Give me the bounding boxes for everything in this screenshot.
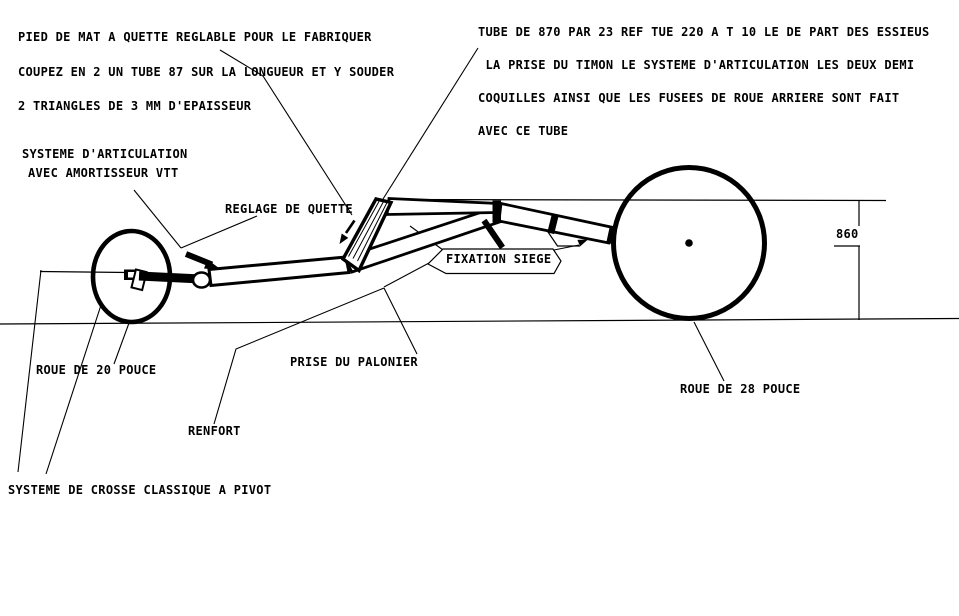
stay-end-cap: [606, 226, 616, 244]
label-crosse: SYSTEME DE CROSSE CLASSIQUE A PIVOT: [8, 483, 272, 497]
leader-tube-note: [382, 47, 479, 200]
frame-junction-collar: [492, 200, 501, 223]
fixation-arrowhead: [577, 239, 588, 247]
leader-rear-wheel: [693, 321, 725, 382]
leader-pivot-secondary: [180, 215, 258, 249]
mast-slot-2: [352, 201, 384, 259]
dimension-860: 860: [836, 227, 859, 241]
label-renfort: RENFORT: [188, 424, 241, 438]
leader-crosse-b: [45, 301, 103, 475]
leader-mast-note: [219, 49, 353, 216]
rear-wheel: [611, 165, 767, 321]
note-line: AVEC CE TUBE: [478, 124, 569, 138]
mast-slot-3: [357, 202, 388, 262]
mast-slot-1: [348, 200, 380, 257]
ground-line: [0, 317, 959, 325]
height-reference-line: [390, 198, 887, 202]
note-line: LA PRISE DU TIMON LE SYSTEME D'ARTICULAT…: [478, 58, 915, 72]
front-axle-bar: [138, 271, 202, 284]
shock-absorber-bar: [184, 251, 214, 268]
seat-rail-tube: [385, 197, 500, 216]
note-line: 2 TRIANGLES DE 3 MM D'EPAISSEUR: [18, 99, 252, 113]
axle-centerline: [39, 270, 129, 274]
label-articulation-line1: SYSTEME D'ARTICULATION: [22, 147, 188, 161]
label-reglage-quette: REGLAGE DE QUETTE: [225, 202, 353, 216]
note-line: PIED DE MAT A QUETTE REGLABLE POUR LE FA…: [18, 30, 372, 44]
label-articulation-line2: AVEC AMORTISSEUR VTT: [28, 166, 179, 180]
reglage-arrow-shaft: [344, 219, 356, 234]
steering-pivot-cylinder: [191, 271, 212, 289]
label-fixation-siege: FIXATION SIEGE: [446, 252, 552, 266]
label-palonier: PRISE DU PALONIER: [290, 355, 418, 369]
note-line: COQUILLES AINSI QUE LES FUSEES DE ROUE A…: [478, 91, 900, 105]
mast-tube: [340, 197, 394, 274]
seat-front-bracket: [481, 218, 505, 250]
reglage-arrowhead: [339, 233, 349, 244]
label-rear-wheel: ROUE DE 28 POUCE: [680, 382, 801, 396]
note-mast-fabrication: PIED DE MAT A QUETTE REGLABLE POUR LE FA…: [18, 9, 394, 124]
leader-articulation: [133, 189, 182, 249]
leader-front-wheel: [113, 322, 130, 365]
seat-stay-detail-lines: [546, 230, 580, 247]
stay-collar: [547, 214, 559, 235]
leader-crosse-a: [17, 269, 42, 473]
note-tube-spec: TUBE DE 870 PAR 23 REF TUE 220 A T 10 LE…: [478, 5, 929, 148]
label-front-wheel: ROUE DE 20 POUCE: [36, 363, 157, 377]
leader-palonier: [383, 287, 418, 355]
note-line: TUBE DE 870 PAR 23 REF TUE 220 A T 10 LE…: [478, 25, 930, 39]
note-line: COUPEZ EN 2 UN TUBE 87 SUR LA LONGUEUR E…: [18, 64, 395, 79]
boom-tube: [207, 255, 351, 288]
leader-fixation-down: [383, 262, 430, 288]
leader-renfort: [213, 287, 385, 425]
rear-hub-dot: [685, 239, 693, 247]
fixation-callout-box: [427, 248, 562, 275]
front-hub-window: [128, 272, 135, 278]
